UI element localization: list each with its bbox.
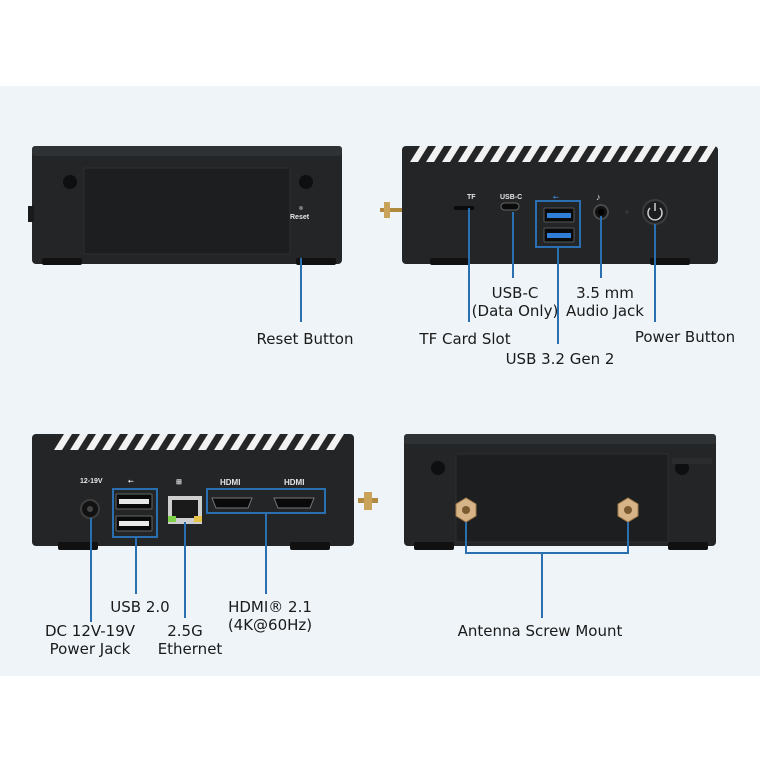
hdmi-callout-line — [265, 514, 267, 594]
usb-icon: ⭠ — [128, 478, 134, 485]
usb20-label: USB 2.0 — [110, 598, 170, 616]
device-bottom-right — [404, 434, 716, 550]
headphone-icon: ♪ — [596, 192, 601, 202]
dc-callout-line — [90, 518, 92, 622]
power-callout-line — [654, 224, 656, 322]
reset-callout-line — [300, 258, 302, 322]
hdmi-label-line1: HDMI® 2.1 — [228, 598, 312, 616]
audio-callout-line — [600, 216, 602, 278]
hdmi-label-line2: (4K@60Hz) — [227, 616, 313, 634]
ethernet-label-line2: Ethernet — [157, 640, 223, 658]
usb32-callout-line — [557, 248, 559, 344]
hdmi-highlight-box — [206, 488, 326, 514]
power-button-label: Power Button — [634, 328, 736, 346]
antenna-bracket-bottom — [465, 552, 629, 554]
usb32-label: USB 3.2 Gen 2 — [505, 350, 615, 368]
dc-jack-label-line1: DC 12V-19V — [44, 622, 136, 640]
usbc-label-line1: USB-C — [491, 284, 539, 302]
antenna-callout-line — [541, 552, 543, 618]
ethernet-icon: ⊞ — [176, 479, 182, 486]
hdmi-port-label-1: HDMI — [220, 478, 241, 487]
device-top-left — [28, 146, 342, 265]
tf-callout-line — [468, 208, 470, 322]
audio-jack-label-line1: 3.5 mm — [576, 284, 634, 302]
usb32-highlight-box — [535, 200, 581, 248]
usbc-label-line2: (Data Only) — [471, 302, 559, 320]
tf-port-label: TF — [467, 194, 476, 201]
audio-jack-label-line2: Audio Jack — [566, 302, 644, 320]
antenna-mount-label: Antenna Screw Mount — [457, 622, 623, 640]
dc-port-label: 12-19V — [80, 478, 103, 485]
tf-card-slot-label: TF Card Slot — [419, 330, 511, 348]
dc-jack-label-line2: Power Jack — [49, 640, 131, 658]
antenna-mount-left — [455, 497, 477, 523]
antenna-bracket-left — [465, 522, 467, 554]
reset-port-label: Reset — [290, 214, 310, 221]
device-top-right — [380, 146, 718, 265]
usb-symbol-icon: ⭠ — [553, 194, 559, 201]
usb20-callout-line — [135, 538, 137, 594]
usb20-highlight-box — [112, 488, 158, 538]
hdmi-port-label-2: HDMI — [284, 478, 305, 487]
ethernet-callout-line — [184, 522, 186, 618]
antenna-mount-right — [617, 497, 639, 523]
usbc-callout-line — [512, 212, 514, 278]
antenna-bracket-right — [627, 522, 629, 554]
reset-button-label: Reset Button — [256, 330, 354, 348]
usbc-port-label: USB-C — [500, 194, 523, 201]
ethernet-label-line1: 2.5G — [167, 622, 203, 640]
